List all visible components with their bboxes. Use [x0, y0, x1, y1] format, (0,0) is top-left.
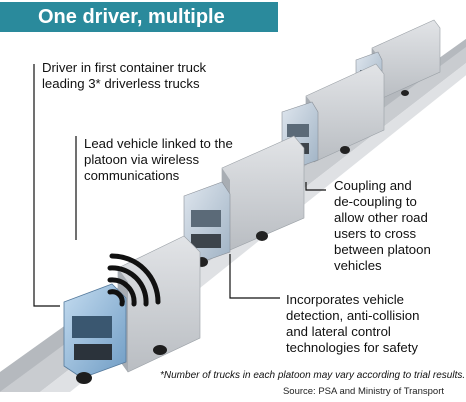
- annotation-driver: Driver in first container truck leading …: [42, 60, 207, 91]
- page-title: One driver, multiple trucks: [38, 6, 225, 58]
- truck-1-lead: [63, 235, 201, 384]
- callout-line-driver: [33, 64, 60, 307]
- annotation-coupling: Coupling and de-coupling to allow other …: [334, 178, 431, 273]
- wireless-signal-icon: [107, 253, 161, 307]
- callout-line-safety: [229, 254, 280, 299]
- title-banner: One driver, multiple trucks: [0, 2, 278, 58]
- callout-lines: [33, 64, 326, 307]
- source-credit: Source: PSA and Ministry of Transport: [282, 386, 444, 397]
- truck-2: [183, 135, 305, 267]
- callout-line-coupling: [305, 182, 326, 191]
- footnote: *Number of trucks in each platoon may va…: [160, 370, 466, 381]
- annotation-lead-vehicle: Lead vehicle linked to the platoon via w…: [84, 136, 233, 183]
- annotation-safety: Incorporates vehicle detection, anti-col…: [286, 292, 420, 355]
